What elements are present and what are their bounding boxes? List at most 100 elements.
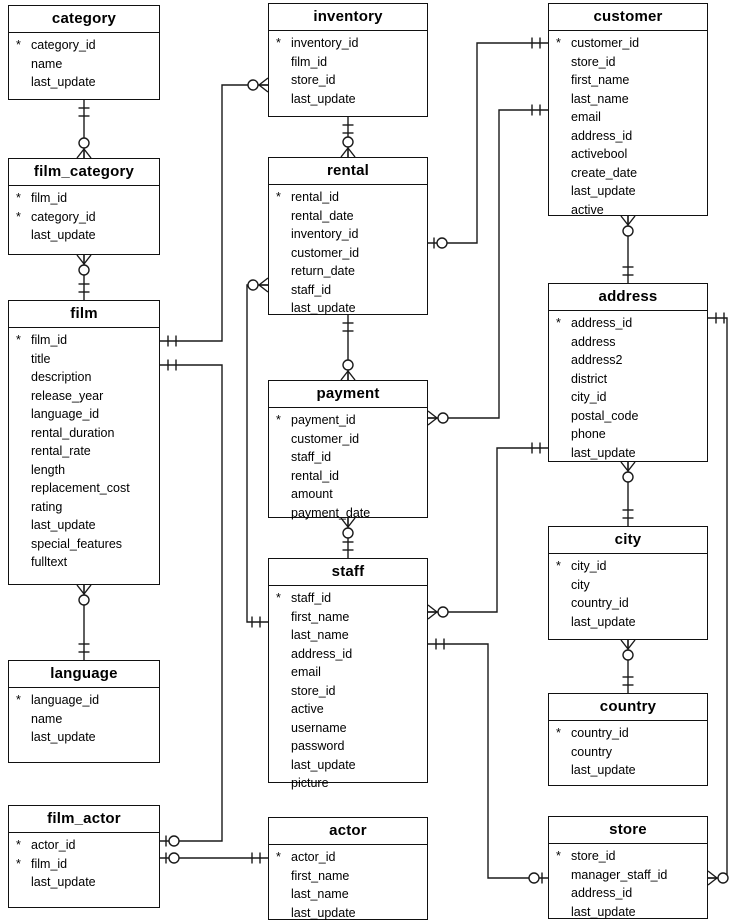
field-name: rental_date	[291, 208, 354, 223]
field-rental-return_date: return_date	[269, 262, 427, 281]
field-film-title: title	[9, 350, 159, 369]
field-name: film_id	[31, 856, 68, 871]
field-name: active	[291, 702, 324, 716]
field-inventory-inventory_id: *inventory_id	[269, 34, 427, 53]
field-name: customer_id	[571, 36, 640, 50]
field-name: last_name	[291, 628, 349, 642]
field-name: username	[291, 720, 347, 735]
field-film-release_year: release_year	[9, 387, 159, 406]
field-staff-active: active	[269, 700, 427, 719]
field-name: film_id	[291, 54, 328, 69]
field-name: name	[31, 711, 63, 726]
table-title-staff: staff	[269, 559, 427, 586]
field-name: address2	[571, 353, 623, 367]
field-inventory-last_update: last_update	[269, 90, 427, 109]
field-name: address	[571, 334, 616, 349]
field-name: last_name	[571, 91, 629, 106]
field-name: last_update	[31, 518, 96, 532]
field-name: film_id	[31, 191, 68, 205]
field-name: return_date	[291, 264, 355, 278]
field-payment-staff_id: staff_id	[269, 448, 427, 467]
field-staff-username: username	[269, 719, 427, 738]
field-name: district	[571, 371, 608, 386]
field-rental-staff_id: staff_id	[269, 281, 427, 300]
relationship-film_category-film	[76, 254, 92, 300]
field-film-replacement_cost: replacement_cost	[9, 479, 159, 498]
field-name: rental_rate	[31, 444, 91, 458]
field-name: postal_code	[571, 408, 639, 423]
field-film-rental_rate: rental_rate	[9, 442, 159, 461]
field-name: last_update	[291, 91, 356, 106]
field-film_actor-last_update: last_update	[9, 873, 159, 892]
field-name: customer_id	[291, 245, 360, 260]
field-name: payment_id	[291, 413, 356, 427]
field-name: store_id	[571, 849, 616, 863]
field-staff-password: password	[269, 737, 427, 756]
field-name: address_id	[291, 646, 353, 661]
field-name: last_update	[291, 757, 356, 772]
primary-key-marker: *	[556, 36, 561, 50]
primary-key-marker: *	[276, 36, 281, 50]
field-customer-first_name: first_name	[549, 71, 707, 90]
relationship-film_actor-actor	[160, 852, 268, 864]
relationship-rental-customer	[428, 37, 548, 249]
field-address-city_id: city_id	[549, 388, 707, 407]
field-staff-address_id: address_id	[269, 645, 427, 664]
field-category-category_id: *category_id	[9, 36, 159, 55]
field-name: activebool	[571, 147, 628, 161]
field-film-description: description	[9, 368, 159, 387]
table-title-inventory: inventory	[269, 4, 427, 31]
primary-key-marker: *	[556, 559, 561, 573]
primary-key-marker: *	[16, 856, 21, 871]
field-name: last_update	[571, 445, 636, 460]
field-name: store_id	[291, 73, 336, 87]
field-film-language_id: language_id	[9, 405, 159, 424]
primary-key-marker: *	[276, 190, 281, 204]
field-name: last_update	[571, 904, 636, 919]
field-customer-last_name: last_name	[549, 90, 707, 109]
field-name: address_id	[571, 128, 633, 143]
field-city-country_id: country_id	[549, 594, 707, 613]
table-title-film_category: film_category	[9, 159, 159, 186]
field-name: replacement_cost	[31, 481, 130, 495]
primary-key-marker: *	[16, 191, 21, 205]
field-film-special_features: special_features	[9, 535, 159, 554]
table-title-payment: payment	[269, 381, 427, 408]
field-name: city	[571, 577, 590, 592]
field-film_category-category_id: *category_id	[9, 208, 159, 227]
relationship-rental-staff	[246, 277, 269, 628]
field-address-phone: phone	[549, 425, 707, 444]
field-name: staff_id	[291, 591, 332, 605]
field-name: language_id	[31, 407, 100, 421]
field-name: store_id	[291, 683, 336, 698]
field-name: category_id	[31, 209, 96, 224]
field-name: last_update	[31, 228, 96, 242]
field-film_category-film_id: * film_id	[9, 189, 159, 208]
field-name: country_id	[571, 596, 629, 610]
